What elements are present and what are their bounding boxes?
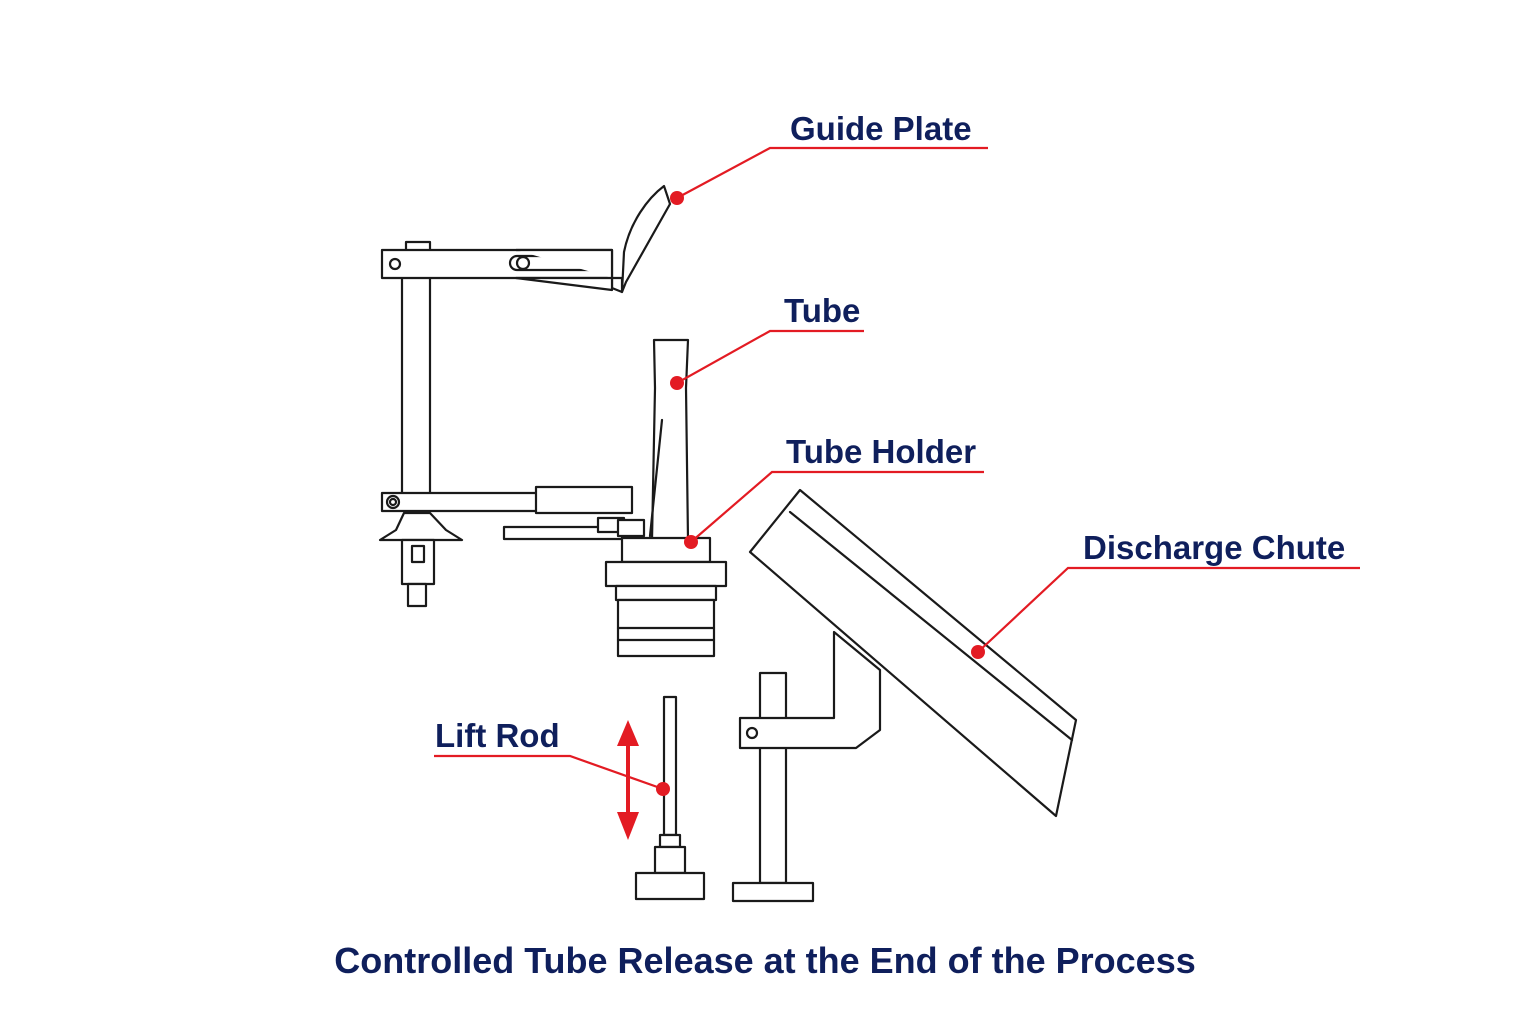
- chute-rim: [788, 510, 1074, 742]
- label-tube: Tube: [784, 292, 860, 329]
- marker-tube-holder: [684, 535, 698, 549]
- fixture-stem: [406, 582, 428, 608]
- label-discharge-chute: Discharge Chute: [1083, 529, 1345, 566]
- arm-clamp: [516, 248, 624, 294]
- lift-actuator-neck: [653, 845, 687, 875]
- frame-post: [400, 270, 432, 498]
- label-lift-rod: Lift Rod: [435, 717, 560, 754]
- diagram-caption: Controlled Tube Release at the End of th…: [334, 940, 1196, 981]
- fixture-window: [410, 544, 426, 564]
- stand-foot: [731, 881, 815, 903]
- leader-tube-holder: [690, 470, 984, 543]
- label-tube-holder: Tube Holder: [786, 433, 976, 470]
- double-arrow-vertical-icon: [617, 720, 639, 840]
- lift-rod-assembly: [634, 695, 706, 901]
- marker-discharge-chute: [971, 645, 985, 659]
- label-guide-plate: Guide Plate: [790, 110, 972, 147]
- marker-guide-plate: [670, 191, 684, 205]
- leader-lines: [434, 146, 1360, 796]
- guide-arm-assembly: [380, 184, 672, 498]
- push-rod-head: [616, 518, 646, 538]
- lower-arm: [380, 491, 544, 513]
- leader-lift-rod: [434, 754, 664, 791]
- discharge-chute: [748, 488, 1078, 818]
- arm-pivot: [388, 257, 402, 271]
- leader-tube: [676, 329, 864, 384]
- holder-ring: [614, 584, 718, 602]
- slot-pin: [515, 255, 531, 271]
- tube-holder-assembly: [604, 338, 728, 658]
- fixture-bell: [378, 511, 464, 542]
- marker-lift-rod: [656, 782, 670, 796]
- leader-guide-plate: [676, 146, 988, 199]
- marker-tube: [670, 376, 684, 390]
- tube: [650, 338, 690, 542]
- chute-bracket: [738, 630, 882, 750]
- actuator-cylinder: [534, 485, 634, 515]
- lift-rod: [662, 695, 678, 837]
- lower-bracket-assembly: [378, 485, 646, 608]
- leader-discharge-chute: [977, 566, 1360, 653]
- arm-wedge: [514, 276, 614, 292]
- holder-flange: [604, 560, 728, 588]
- stand-post: [758, 671, 788, 885]
- guide-plate: [620, 184, 672, 294]
- tube-edge: [648, 418, 664, 538]
- lift-rod-coupling: [658, 833, 682, 849]
- lift-actuator-base: [634, 871, 706, 901]
- bracket-pin: [745, 726, 759, 740]
- discharge-chute-assembly: [731, 488, 1078, 903]
- lower-pivot-inner: [388, 497, 398, 507]
